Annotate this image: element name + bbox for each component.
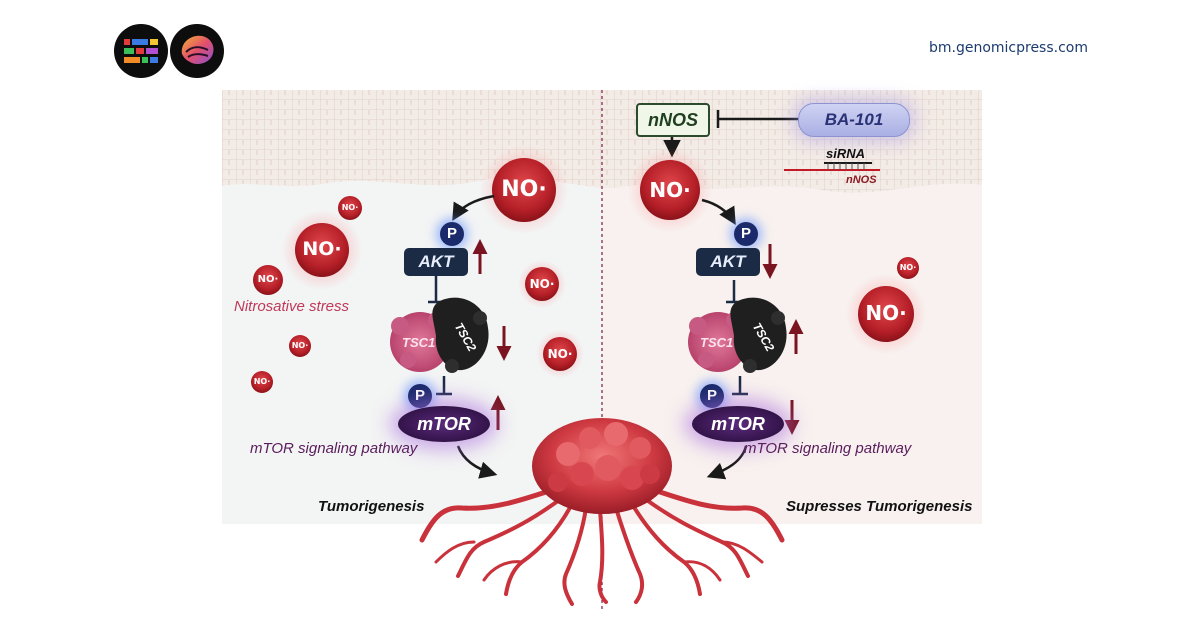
left-akt-box: AKT [404,248,468,276]
left-no-small-label: NO· [257,274,279,285]
right-akt-phospho-badge: P [734,222,758,246]
left-no-small-label: NO· [253,377,271,386]
left-no-main-label: NO· [501,177,547,202]
mechanism-figure: NO· NO· NO· NO· NO· NO· NO· NO· P AKT TS… [222,90,982,610]
right-outcome-label: Supresses Tumorigenesis [786,498,973,515]
sirna-label: siRNA [826,146,866,161]
left-stress-label: Nitrosative stress [234,298,350,315]
left-no-medium-label: NO· [529,277,555,291]
right-tsc1-label: TSC1 [700,335,734,350]
right-pathway-label: mTOR signaling pathway [744,440,912,457]
nnos-box: nNOS [636,103,710,137]
right-mtor-node: mTOR [692,406,784,442]
left-no-medium-label: NO· [547,347,573,361]
left-no-main [480,146,568,234]
sirna-duplex [784,162,880,171]
tumor-mass [532,418,672,514]
skin-cell-layer [222,90,982,193]
left-tsc1-label: TSC1 [402,335,436,350]
sirna-target-label: nNOS [846,174,877,186]
brain-medicine-logo [170,24,224,78]
left-no-small-label: NO· [341,203,359,212]
left-no-large-label: NO· [302,238,342,260]
right-no-main [628,148,712,232]
site-url[interactable]: bm.genomicpress.com [928,40,1088,56]
genomic-press-mark-icon [124,39,158,63]
left-mtor-node: mTOR [398,406,490,442]
left-tsc-complex [390,297,489,373]
right-no-small [897,257,919,279]
left-no-small-label: NO· [291,341,309,350]
figure-artwork [222,90,982,610]
right-mtor-phospho-badge: P [700,384,724,408]
left-pathway-label: mTOR signaling pathway [250,440,418,457]
left-mtor-phospho-badge: P [408,384,432,408]
right-no-large [846,274,926,354]
ba101-pill: BA-101 [798,103,910,137]
tumor-roots [419,487,785,606]
left-outcome-label: Tumorigenesis [318,498,425,515]
brain-medicine-mark-icon [181,35,214,64]
right-tsc-complex [688,297,787,373]
left-akt-phospho-badge: P [440,222,464,246]
left-no-molecules [251,196,584,393]
right-no-main-label: NO· [649,178,691,202]
genomic-press-logo [114,24,168,78]
right-no-small-label: NO· [899,263,917,272]
right-akt-box: AKT [696,248,760,276]
right-no-large-label: NO· [865,301,907,325]
